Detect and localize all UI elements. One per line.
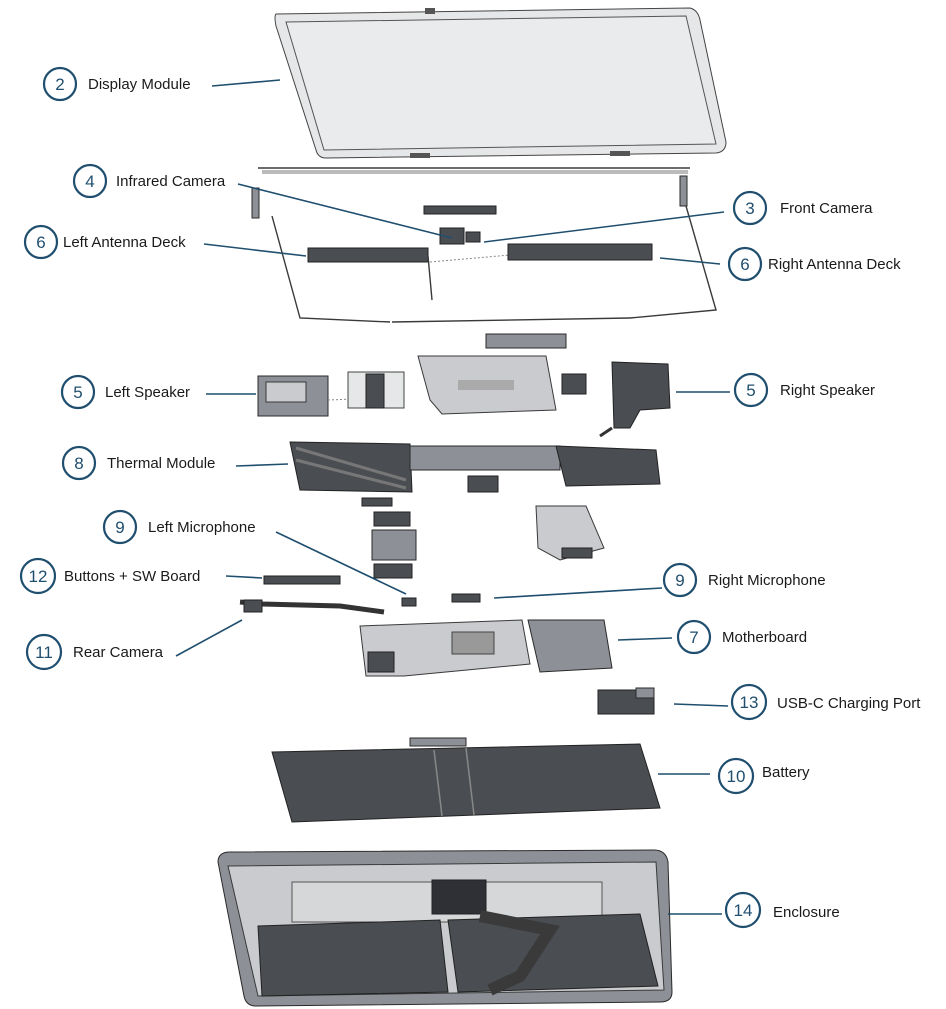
callout-battery: 10 Battery — [717, 757, 810, 795]
callout-number: 13 — [740, 693, 759, 712]
callout-label: Left Speaker — [105, 384, 190, 401]
callout-left-speaker: 5 Left Speaker — [60, 374, 190, 410]
callout-number: 5 — [746, 381, 755, 400]
callout-label: Right Microphone — [708, 572, 826, 589]
callout-label: Enclosure — [773, 904, 840, 921]
callout-infrared-camera: 4 Infrared Camera — [72, 163, 226, 199]
callout-number: 10 — [727, 767, 746, 786]
callout-left-antenna-deck: 6 Left Antenna Deck — [23, 224, 186, 260]
callout-number: 6 — [36, 233, 45, 252]
callout-number: 3 — [745, 199, 754, 218]
callout-motherboard: 7 Motherboard — [676, 619, 807, 655]
battery-part — [271, 737, 661, 823]
callout-number: 6 — [740, 255, 749, 274]
callout-ring — [42, 66, 78, 102]
callout-label: Motherboard — [722, 629, 807, 646]
camera-parts — [423, 205, 497, 245]
callout-label: Infrared Camera — [116, 173, 226, 190]
callout-label: Display Module — [88, 76, 191, 93]
display-module-part — [274, 7, 727, 159]
callout-label: Rear Camera — [73, 644, 164, 661]
callout-number: 9 — [115, 518, 124, 537]
callout-rear-camera: 11 Rear Camera — [25, 633, 164, 671]
callout-label: Left Microphone — [148, 519, 256, 536]
callout-label: Left Antenna Deck — [63, 234, 186, 251]
leader-lines — [175, 79, 730, 915]
small-boards — [239, 575, 481, 615]
callout-label: Thermal Module — [107, 455, 215, 472]
callout-display-module: 2 Display Module — [42, 66, 191, 102]
callout-number: 14 — [734, 901, 753, 920]
callout-number: 4 — [85, 172, 94, 191]
middle-components — [361, 497, 605, 579]
callout-number: 7 — [689, 628, 698, 647]
callout-number: 5 — [73, 383, 82, 402]
speaker-parts — [257, 333, 671, 429]
thermal-module-part — [289, 426, 661, 493]
callout-number: 9 — [675, 571, 684, 590]
enclosure-part — [217, 849, 673, 1007]
callout-label: USB-C Charging Port — [777, 695, 921, 712]
callout-front-camera: 3 Front Camera — [732, 190, 873, 226]
callout-thermal-module: 8 Thermal Module — [61, 445, 215, 481]
callout-number: 2 — [55, 75, 64, 94]
callout-usb-c-charging-port: 13 USB-C Charging Port — [730, 683, 921, 721]
usb-c-port-part — [597, 687, 655, 715]
callout-right-microphone: 9 Right Microphone — [662, 562, 826, 598]
callout-label: Right Antenna Deck — [768, 256, 901, 273]
callout-label: Buttons + SW Board — [64, 568, 200, 585]
motherboard-part — [359, 619, 613, 677]
callout-label: Front Camera — [780, 200, 873, 217]
callout-right-speaker: 5 Right Speaker — [733, 372, 875, 408]
callout-buttons-sw-board: 12 Buttons + SW Board — [19, 557, 200, 595]
callout-label: Right Speaker — [780, 382, 875, 399]
antenna-deck-parts — [307, 243, 653, 301]
callout-number: 11 — [35, 643, 53, 662]
callout-number: 8 — [74, 454, 83, 473]
antenna-frame-part — [251, 167, 717, 323]
callout-label: Battery — [762, 764, 810, 781]
callout-left-microphone: 9 Left Microphone — [102, 509, 256, 545]
callout-right-antenna-deck: 6 Right Antenna Deck — [727, 246, 901, 282]
callout-enclosure: 14 Enclosure — [724, 891, 840, 929]
callout-number: 12 — [29, 567, 48, 586]
